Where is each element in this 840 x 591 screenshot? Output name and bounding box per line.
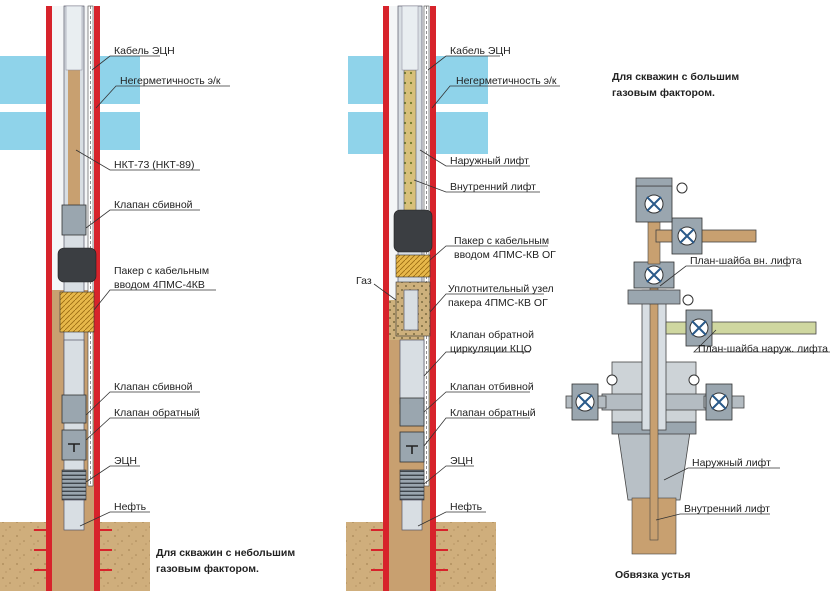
circulation-valve-right bbox=[399, 339, 425, 405]
knock-valve-bottom-left bbox=[61, 394, 87, 424]
label-esp-right: ЭЦН bbox=[450, 455, 473, 467]
esp-pump-left bbox=[61, 469, 87, 501]
label-circulation-valve: Клапан обратной циркуляции КЦО bbox=[450, 329, 537, 355]
right-leaders bbox=[373, 55, 560, 527]
label-inner-flange: План-шайба вн. лифта bbox=[690, 255, 802, 267]
esp-pump-right bbox=[399, 469, 425, 501]
caption-right: Для скважин с большим газовым фактором. bbox=[612, 71, 742, 99]
packer-left bbox=[57, 247, 97, 283]
label-outer-lift-wellhead: Наружный лифт bbox=[692, 457, 771, 469]
label-knock-valve-top-left: Клапан сбивной bbox=[114, 199, 193, 211]
label-check-valve-right: Клапан обратный bbox=[450, 407, 536, 419]
label-cable-right: Кабель ЭЦН bbox=[450, 45, 511, 57]
casing-wall-right-b bbox=[430, 6, 436, 591]
packer-right bbox=[393, 209, 433, 253]
knock-valve-right bbox=[399, 397, 425, 427]
label-knock-valve-bottom-left: Клапан сбивной bbox=[114, 381, 193, 393]
label-packer-right: Пакер с кабельным вводом 4ПМС-КВ ОГ bbox=[454, 235, 556, 261]
casing-wall-right-a bbox=[383, 6, 389, 591]
label-gas: Газ bbox=[356, 275, 372, 287]
wellhead-leaders bbox=[655, 265, 830, 521]
caption-wellhead: Обвязка устья bbox=[615, 569, 690, 581]
right-well bbox=[346, 5, 496, 591]
label-outer-flange: План-шайба наруж. лифта bbox=[698, 343, 828, 355]
label-check-valve-left: Клапан обратный bbox=[114, 407, 200, 419]
casing-wall-left-b bbox=[94, 6, 100, 591]
label-cable-left: Кабель ЭЦН bbox=[114, 45, 175, 57]
label-leak-left: Негерметичность э/к bbox=[120, 75, 221, 87]
label-packer-left: Пакер с кабельным вводом 4ПМС-4КВ bbox=[114, 265, 212, 291]
casing-wall-left-a bbox=[46, 6, 52, 591]
label-outer-lift-right: Наружный лифт bbox=[450, 155, 529, 167]
caption-left: Для скважин с небольшим газовым фактором… bbox=[156, 547, 298, 575]
wellhead-assembly bbox=[565, 177, 817, 555]
label-oil-right: Нефть bbox=[450, 501, 483, 513]
label-tubing-left: НКТ-73 (НКТ-89) bbox=[114, 159, 195, 171]
left-well bbox=[0, 5, 150, 591]
label-seal-unit: Уплотнительный узел пакера 4ПМС-КВ ОГ bbox=[448, 283, 557, 309]
left-leaders bbox=[75, 55, 230, 527]
label-esp-left: ЭЦН bbox=[114, 455, 137, 467]
knock-valve-top-left bbox=[61, 204, 87, 236]
label-knock-valve-right: Клапан отбивной bbox=[450, 381, 534, 393]
label-leak-right: Негерметичность э/к bbox=[456, 75, 557, 87]
label-inner-lift-right: Внутренний лифт bbox=[450, 181, 536, 193]
packer-body-left bbox=[59, 291, 95, 333]
inner-lift-right bbox=[403, 69, 417, 221]
label-inner-lift-wellhead: Внутренний лифт bbox=[684, 503, 770, 515]
outer-lift-flange bbox=[627, 289, 681, 305]
label-oil-left: Нефть bbox=[114, 501, 147, 513]
